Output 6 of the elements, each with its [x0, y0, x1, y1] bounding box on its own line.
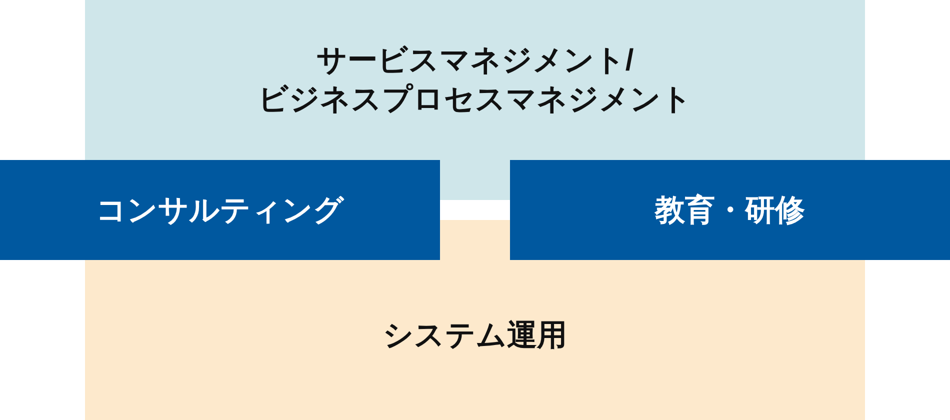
box-label: システム運用	[383, 318, 567, 354]
service-box	[0, 160, 440, 260]
service-box	[510, 160, 950, 260]
box-label: サービスマネジメント/ビジネスプロセスマネジメント	[257, 43, 693, 118]
box-label: コンサルティング	[96, 192, 344, 228]
box-label: 教育・研修	[655, 192, 805, 228]
